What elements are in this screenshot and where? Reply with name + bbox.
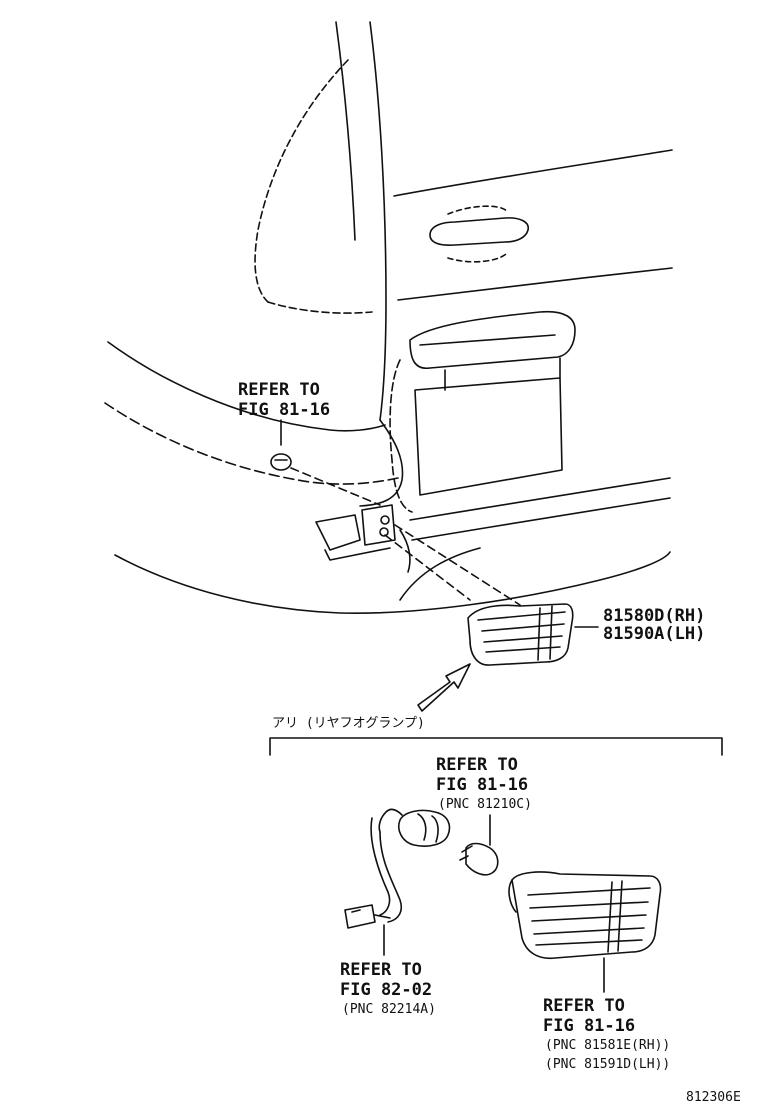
socket-assembly	[344, 808, 451, 929]
view-arrow	[417, 663, 471, 712]
detail-bracket	[269, 737, 723, 756]
lens-part	[508, 871, 662, 960]
guide-line	[290, 467, 381, 506]
grommet-part	[270, 453, 292, 471]
fog-lamp-assembly	[467, 603, 574, 666]
detail-header: アリ (リヤフオグランプ)	[272, 716, 425, 731]
lens-fig-reference: FIG 81-16	[543, 1016, 636, 1036]
guide-line	[394, 524, 521, 606]
part-number-rh: 81580D(RH)	[603, 606, 706, 626]
vehicle-body-outline	[104, 21, 673, 614]
lens-refer-to-label: REFER TO	[543, 996, 625, 1016]
fig-reference-label: FIG 81-16	[238, 400, 331, 420]
refer-to-label: REFER TO	[238, 380, 320, 400]
bulb-fig-reference: FIG 81-16	[436, 775, 529, 795]
lens-pnc-rh-label: (PNC 81581E(RH))	[545, 1038, 671, 1053]
socket-refer-to-label: REFER TO	[340, 960, 422, 980]
bulb-refer-to-label: REFER TO	[436, 755, 518, 775]
lens-pnc-lh-label: (PNC 81591D(LH))	[545, 1057, 671, 1072]
bulb-pnc-label: (PNC 81210C)	[438, 797, 532, 812]
figure-code: 812306E	[686, 1090, 741, 1105]
mounting-bracket	[315, 504, 411, 573]
bulb-part	[459, 842, 499, 876]
license-plate-housing	[389, 310, 576, 513]
part-number-lh: 81590A(LH)	[603, 624, 706, 644]
socket-fig-reference: FIG 82-02	[340, 980, 433, 1000]
guide-line	[384, 534, 471, 601]
socket-pnc-label: (PNC 82214A)	[342, 1002, 436, 1017]
